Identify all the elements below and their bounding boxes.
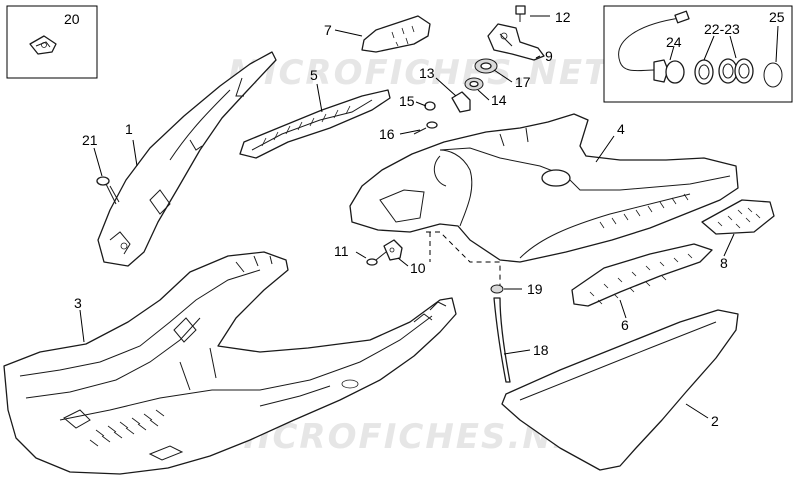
part-18-drain-hose	[493, 297, 511, 383]
part-10-clip	[383, 239, 403, 261]
inset-box-20	[6, 5, 98, 79]
part-16-screw	[413, 121, 438, 135]
part-14-washer	[464, 77, 484, 91]
part-2-side-skirt	[501, 309, 739, 471]
callout-4: 4	[617, 121, 625, 137]
part-4-floor-panel	[349, 113, 739, 263]
part-6-footrest-mat	[571, 243, 713, 307]
callout-19: 19	[527, 281, 543, 297]
callout-labels: 1 2 3 4 5 6 7 8 9 10 11 12 13 14 15 16 1…	[64, 9, 785, 429]
part-8-footrest-pad	[701, 199, 775, 235]
callout-3: 3	[74, 295, 82, 311]
callout-6: 6	[621, 317, 629, 333]
part-15-nut	[424, 101, 436, 111]
callout-25: 25	[769, 9, 785, 25]
part-1-side-cover	[97, 51, 277, 267]
leader-lines	[79, 15, 779, 419]
part-12-bolt	[515, 5, 526, 22]
callout-9: 9	[545, 48, 553, 64]
callout-18: 18	[533, 342, 549, 358]
callout-15: 15	[399, 93, 415, 109]
part-13-clip	[451, 91, 471, 113]
callout-5: 5	[310, 67, 318, 83]
callout-7: 7	[324, 22, 332, 38]
callout-2: 2	[711, 413, 719, 429]
watermark-top: MICROFICHES.NET	[228, 53, 610, 93]
callout-16: 16	[379, 126, 395, 142]
callout-22-23: 22-23	[704, 21, 740, 37]
callout-8: 8	[720, 255, 728, 271]
part-7-small-cover	[361, 15, 431, 53]
callout-1: 1	[125, 121, 133, 137]
part-3-lower-body	[3, 251, 457, 475]
callout-13: 13	[419, 65, 435, 81]
callout-14: 14	[491, 92, 507, 108]
callout-12: 12	[555, 9, 571, 25]
callout-10: 10	[410, 260, 426, 276]
part-9-bracket	[487, 23, 545, 61]
part-5-footrest-strip	[239, 89, 391, 159]
callout-20: 20	[64, 11, 80, 27]
callout-24: 24	[666, 34, 682, 50]
inset-box-22-25	[603, 5, 793, 103]
part-17-ring	[474, 58, 498, 74]
callout-21: 21	[82, 132, 98, 148]
callout-17: 17	[515, 74, 531, 90]
assembly-guide-lines	[426, 231, 501, 286]
callout-11: 11	[334, 243, 349, 259]
part-21-screw	[96, 176, 120, 205]
part-19-grommet	[490, 284, 504, 294]
part-11-screw	[366, 251, 387, 266]
